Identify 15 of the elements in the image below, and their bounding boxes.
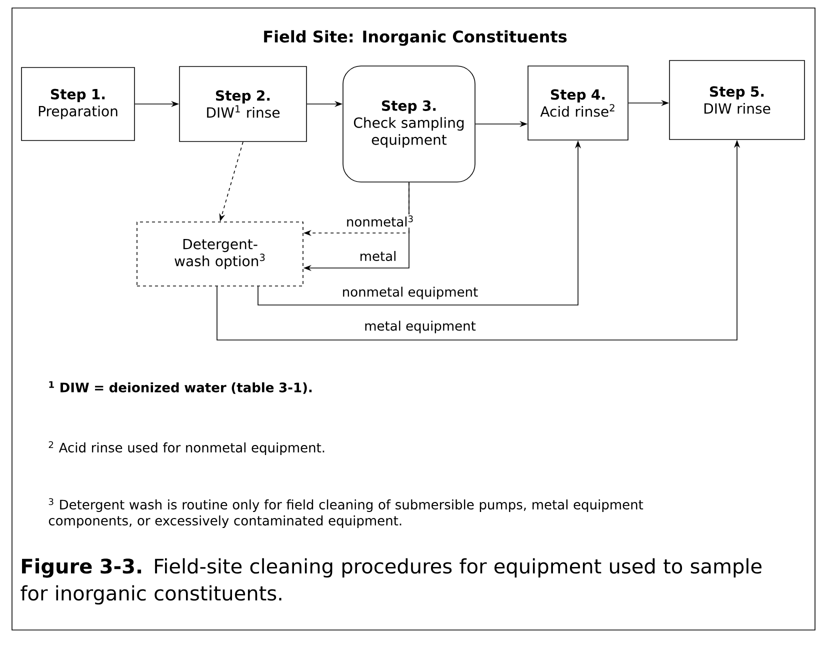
caption: Figure 3-3. Field-site cleaning procedures for equipment used to sample for inorganic constituents. [20, 558, 762, 605]
process-box: Step 4. Acid rinse$^{2}$ [528, 66, 628, 140]
process-box: Step 2. DIW$^{1}$ rinse [179, 66, 307, 142]
footnote: $^{3}$ Detergent wash is routine only for field cleaning of submersible pumps, metal equipment components, or excessively contaminated equipment. [48, 498, 644, 528]
process-box: Step 5. DIW rinse [669, 60, 805, 140]
edge-label: metal [358, 250, 398, 262]
edge-label: nonmetal$^{3}$ [344, 214, 416, 228]
footnote: $^{2}$ Acid rinse used for nonmetal equipment. [48, 441, 324, 456]
title: Field Site: Inorganic Constituents [264, 30, 567, 46]
option-box: Detergent-wash option$^{3}$ [136, 222, 304, 286]
process-box: Step 1. Preparation [21, 67, 135, 141]
footnote: $^{1}$ DIW = deionized water (table 3-1). [49, 381, 312, 394]
process-box: Step 3. Check sampling equipment [342, 66, 476, 182]
edge-label: metal equipment [363, 320, 477, 334]
edge-label: nonmetal equipment [340, 286, 480, 300]
